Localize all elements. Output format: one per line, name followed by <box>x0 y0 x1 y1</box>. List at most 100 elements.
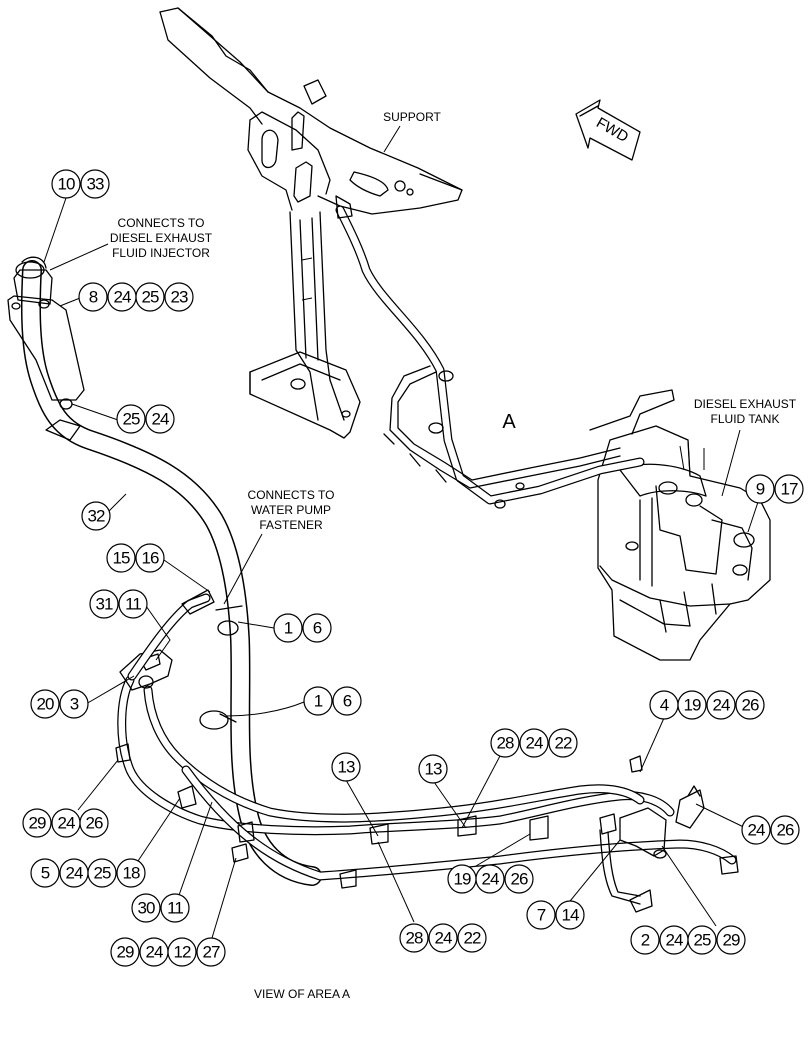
callout-number: 6 <box>313 619 322 638</box>
callout-4-19-24-26: 4 19 24 26 <box>649 690 765 720</box>
callout-number: 23 <box>171 288 188 307</box>
callout-number: 17 <box>781 480 798 499</box>
callout-13-a: 13 <box>331 752 361 782</box>
callout-number: 8 <box>89 288 98 307</box>
support-label: SUPPORT <box>383 110 441 124</box>
callout-1-6-b: 1 6 <box>303 686 362 716</box>
callout-number: 24 <box>146 943 163 962</box>
callout-number: 13 <box>338 758 355 777</box>
callout-number: 29 <box>117 943 134 962</box>
callout-24-26: 24 26 <box>741 815 800 845</box>
callout-number: 1 <box>284 619 293 638</box>
callout-25-24: 25 24 <box>116 404 175 434</box>
injector-label-group: CONNECTS TO DIESEL EXHAUST FLUID INJECTO… <box>49 216 213 271</box>
callout-number: 7 <box>537 906 546 925</box>
callout-number: 3 <box>70 695 79 714</box>
callout-29-24-12-27: 29 24 12 27 <box>110 937 226 967</box>
callout-1-6-a: 1 6 <box>273 613 332 643</box>
callout-number: 11 <box>167 899 183 918</box>
callout-29-24-26: 29 24 26 <box>22 808 109 838</box>
injector-label-line-2: DIESEL EXHAUST <box>110 231 213 245</box>
callout-28-24-22-a: 28 24 22 <box>490 728 578 758</box>
callout-2-24-25-29: 2 24 25 29 <box>630 925 746 955</box>
callout-20-3: 20 3 <box>30 689 89 719</box>
fwd-label: FWD <box>593 114 631 146</box>
callout-28-24-22-b: 28 24 22 <box>399 923 487 953</box>
callout-number: 28 <box>497 734 514 753</box>
area-letter: A <box>502 411 516 433</box>
callout-number: 25 <box>94 864 111 883</box>
callout-number: 24 <box>526 734 543 753</box>
callout-number: 28 <box>406 929 423 948</box>
tank-label-group: DIESEL EXHAUST FLUID TANK <box>694 397 797 497</box>
injector-label-line-1: CONNECTS TO <box>118 216 205 230</box>
callout-number: 31 <box>96 595 113 614</box>
callout-13-b: 13 <box>418 754 448 784</box>
callout-leaders <box>43 197 759 939</box>
callout-10-33: 10 33 <box>51 169 110 199</box>
callout-number: 4 <box>660 696 669 715</box>
callout-number: 27 <box>203 943 220 962</box>
water-pump-label-line-3: FASTENER <box>259 518 323 532</box>
support-label-group: SUPPORT <box>383 110 442 153</box>
callout-number: 12 <box>174 943 191 962</box>
fluid-tank <box>589 389 771 661</box>
callout-number: 25 <box>123 410 140 429</box>
callout-number: 25 <box>142 288 159 307</box>
callout-number: 14 <box>562 906 579 925</box>
callout-number: 15 <box>113 549 130 568</box>
callout-number: 5 <box>41 864 50 883</box>
water-pump-label-line-2: WATER PUMP <box>251 503 331 517</box>
callout-number: 19 <box>684 696 701 715</box>
callout-9-17: 9 17 <box>745 474 804 504</box>
callout-number: 24 <box>748 821 765 840</box>
callout-number: 10 <box>58 175 75 194</box>
callout-32: 32 <box>81 501 111 531</box>
callout-number: 26 <box>777 821 794 840</box>
callout-number: 13 <box>425 760 442 779</box>
view-caption: VIEW OF AREA A <box>254 987 350 1001</box>
callout-number: 6 <box>343 692 352 711</box>
callout-number: 29 <box>29 814 46 833</box>
callout-number: 16 <box>142 549 159 568</box>
callout-number: 26 <box>511 870 528 889</box>
callout-number: 24 <box>435 929 452 948</box>
callout-number: 24 <box>666 931 683 950</box>
callout-number: 2 <box>641 931 650 950</box>
callout-number: 11 <box>125 595 141 614</box>
callout-number: 20 <box>37 695 54 714</box>
callout-number: 9 <box>756 480 765 499</box>
callout-number: 24 <box>66 864 83 883</box>
callout-number: 25 <box>694 931 711 950</box>
callout-31-11: 31 11 <box>89 589 148 619</box>
callout-number: 32 <box>88 507 105 526</box>
injector-label-line-3: FLUID INJECTOR <box>112 246 210 260</box>
callout-15-16: 15 16 <box>106 543 165 573</box>
callout-number: 24 <box>713 696 730 715</box>
callout-number: 29 <box>723 931 740 950</box>
def-lines-upper <box>335 195 645 509</box>
callout-number: 24 <box>482 870 499 889</box>
callout-5-24-25-18: 5 24 25 18 <box>30 858 146 888</box>
callout-number: 1 <box>314 692 323 711</box>
callout-number: 19 <box>454 870 471 889</box>
support-bracket <box>159 7 463 439</box>
callout-number: 30 <box>138 899 155 918</box>
callout-number: 26 <box>86 814 103 833</box>
callout-number: 24 <box>152 410 169 429</box>
callout-number: 18 <box>123 864 140 883</box>
callout-number: 22 <box>555 734 572 753</box>
water-pump-label-group: CONNECTS TO WATER PUMP FASTENER <box>223 488 335 605</box>
tank-label-line-2: FLUID TANK <box>711 412 780 426</box>
water-pump-label-line-1: CONNECTS TO <box>248 488 335 502</box>
callout-number: 33 <box>87 175 104 194</box>
callout-8-24-25-23: 8 24 25 23 <box>78 282 194 312</box>
def-lines-lower <box>115 589 739 913</box>
callout-number: 26 <box>742 696 759 715</box>
fwd-arrow: FWD <box>575 99 641 161</box>
coolant-hose <box>7 256 322 886</box>
callout-7-14: 7 14 <box>526 900 585 930</box>
callout-number: 24 <box>114 288 131 307</box>
callout-number: 24 <box>58 814 75 833</box>
